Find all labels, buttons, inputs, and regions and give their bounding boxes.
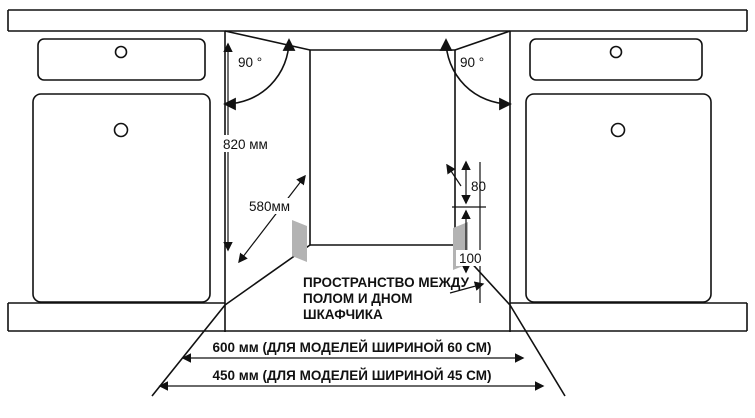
right-door-knob <box>610 122 626 138</box>
left-swing-arc <box>223 38 296 111</box>
right-cabinet-door <box>525 93 712 303</box>
depth-label-bg <box>246 198 296 214</box>
depth-dimension-line <box>238 174 306 264</box>
left-drawer-knob <box>114 45 128 59</box>
left-drawer-front <box>37 38 206 81</box>
right-drawer-front <box>529 38 703 81</box>
note-line-3: ШКАФЧИКА <box>303 307 383 322</box>
floor-gap-note: ПРОСТРАНСТВО МЕЖДУ ПОЛОМ И ДНОМ ШКАФЧИКА <box>303 275 485 322</box>
note-line-1: ПРОСТРАНСТВО МЕЖДУ <box>303 275 470 290</box>
dimension-gaps: 80 100 <box>446 160 489 274</box>
left-cabinet <box>32 38 211 303</box>
width450-label: 450 мм (ДЛЯ МОДЕЛЕЙ ШИРИНОЙ 45 СМ) <box>213 368 492 383</box>
gap80-label: 80 <box>471 179 486 194</box>
left-door-knob <box>113 122 129 138</box>
depth-label: 580мм <box>249 199 290 214</box>
right-drawer-knob <box>609 45 623 59</box>
note-pointer-arrow <box>449 281 485 294</box>
height-label-bg <box>219 135 273 152</box>
right-cabinet <box>525 38 712 303</box>
note-line-2: ПОЛОМ И ДНОМ <box>303 291 412 306</box>
floor-band <box>7 302 748 397</box>
left-hinge-plate <box>292 220 307 262</box>
dimension-widths: 600 мм (ДЛЯ МОДЕЛЕЙ ШИРИНОЙ 60 СМ) 450 м… <box>158 340 545 391</box>
dimension-height: 820 мм <box>219 42 273 252</box>
niche-back-wall <box>309 49 456 246</box>
countertop-band <box>7 9 748 32</box>
gap100-label: 100 <box>459 251 482 266</box>
height-label: 820 мм <box>223 137 268 152</box>
left-angle-label: 90 ° <box>238 55 262 70</box>
gap80-pointer-arrow <box>446 163 462 187</box>
width600-label: 600 мм (ДЛЯ МОДЕЛЕЙ ШИРИНОЙ 60 СМ) <box>213 340 492 355</box>
right-swing-arc <box>439 38 512 111</box>
door-swing-arcs: 90 ° 90 ° <box>223 38 512 111</box>
right-angle-label: 90 ° <box>460 55 484 70</box>
floor-perspective-lines <box>151 304 566 397</box>
dimension-depth: 580мм <box>238 174 306 264</box>
gap100-label-bg <box>456 250 489 266</box>
left-cabinet-door <box>32 93 211 303</box>
